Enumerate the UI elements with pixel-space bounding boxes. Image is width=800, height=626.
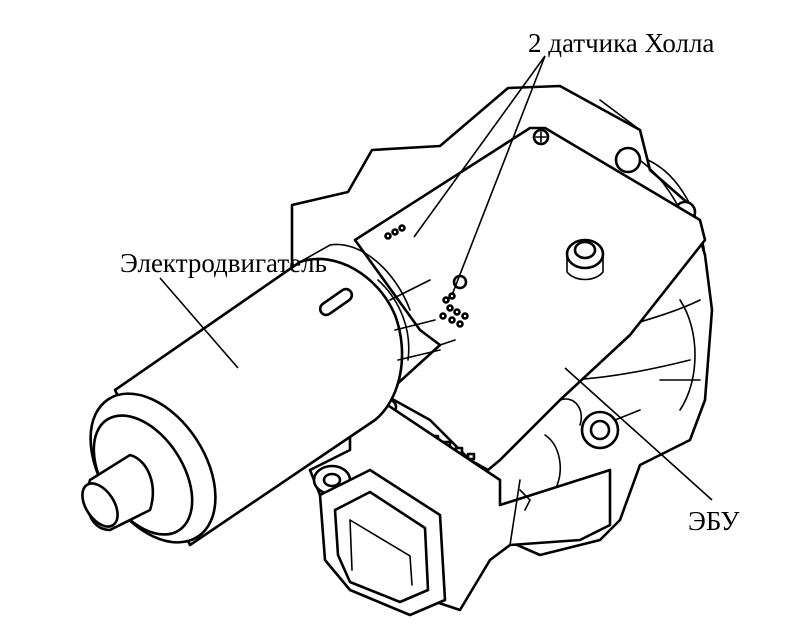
sensor-pads-bottom [439, 292, 469, 328]
electrical-connector [318, 468, 447, 617]
label-motor: Электродвигатель [120, 248, 327, 278]
leader-ecu [564, 367, 713, 501]
leader-motor [159, 277, 239, 369]
leader-hall-2 [451, 55, 546, 296]
ecu-board [353, 126, 707, 513]
sensor-pads-top [384, 224, 406, 240]
leader-hall-1 [413, 55, 546, 238]
label-ecu: ЭБУ [688, 506, 740, 536]
leader-lines [159, 55, 713, 501]
electric-motor [81, 243, 441, 547]
label-hall-sensors: 2 датчика Холла [528, 28, 715, 58]
